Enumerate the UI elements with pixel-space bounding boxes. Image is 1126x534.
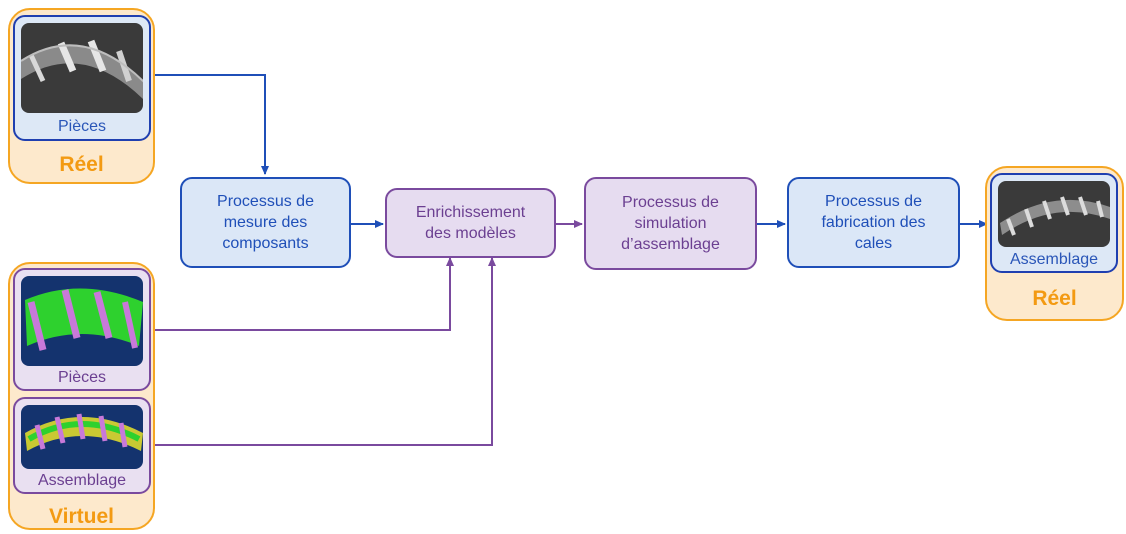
real-assemblage-image	[998, 181, 1110, 247]
arrow-virtual-pieces-to-enrichissement	[150, 257, 454, 331]
process-fabrication-label: Processus de fabrication des cales	[821, 193, 926, 252]
group-label-reel-right: Réel	[1032, 287, 1077, 310]
caption-real-pieces: Pièces	[57, 118, 107, 135]
card-virtual-pieces: Pièces	[13, 268, 151, 391]
caption-virtual-assemblage: Assemblage	[37, 472, 127, 489]
arrow-virtual-assemblage-to-enrichissement	[150, 257, 496, 446]
card-virtual-assemblage: Assemblage	[13, 397, 151, 494]
card-real-assemblage: Assemblage	[990, 173, 1118, 273]
process-simulation-label: Processus de simulation d’assemblage	[621, 194, 720, 253]
virtual-assemblage-image	[21, 405, 143, 469]
process-fabrication-cales: Processus de fabrication des cales	[787, 177, 960, 268]
caption-real-assemblage: Assemblage	[1009, 251, 1099, 268]
process-mesure-label: Processus de mesure des composants	[217, 193, 314, 252]
process-enrichissement-modeles: Enrichissement des modèles	[385, 188, 556, 258]
process-simulation-assemblage: Processus de simulation d’assemblage	[584, 177, 757, 270]
card-real-pieces: Pièces	[13, 15, 151, 141]
process-mesure-composants: Processus de mesure des composants	[180, 177, 351, 268]
arrow-real-pieces-to-mesure	[148, 74, 269, 175]
group-label-reel-left: Réel	[59, 153, 104, 176]
process-enrichissement-label: Enrichissement des modèles	[415, 204, 526, 242]
group-label-virtuel: Virtuel	[49, 505, 114, 528]
caption-virtual-pieces: Pièces	[57, 369, 107, 386]
virtual-pieces-image	[21, 276, 143, 366]
real-pieces-image	[21, 23, 143, 113]
